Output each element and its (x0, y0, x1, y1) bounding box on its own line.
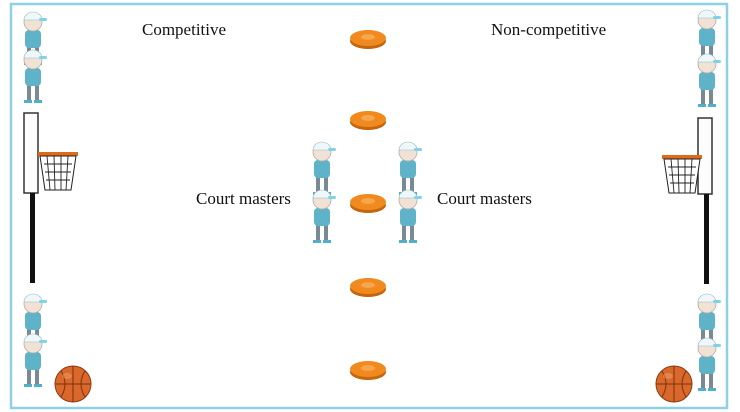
court-masters-left-label: Court masters (196, 189, 291, 208)
basketball-icon (54, 365, 92, 403)
player-figure-icon (697, 53, 722, 108)
player-figure-icon (23, 333, 48, 388)
basketball-hoop-icon (662, 117, 713, 284)
player-figure-icon (312, 189, 337, 244)
basketball-icon (655, 365, 693, 403)
player-figure-icon (23, 49, 48, 104)
cone-marker-icon (350, 278, 386, 297)
player-figure-icon (398, 141, 423, 196)
player-figure-icon (398, 189, 423, 244)
player-figure-icon (312, 141, 337, 196)
court-masters-right-label: Court masters (437, 189, 532, 208)
basketball-hoop-icon (23, 112, 78, 283)
cone-marker-icon (350, 361, 386, 380)
player-figure-icon (697, 337, 722, 392)
competitive-label: Competitive (142, 20, 227, 39)
cone-marker-icon (350, 194, 386, 213)
cone-marker-icon (350, 30, 386, 49)
court-boundary (9, 2, 729, 410)
cone-marker-icon (350, 111, 386, 130)
non-competitive-label: Non-competitive (491, 20, 607, 39)
